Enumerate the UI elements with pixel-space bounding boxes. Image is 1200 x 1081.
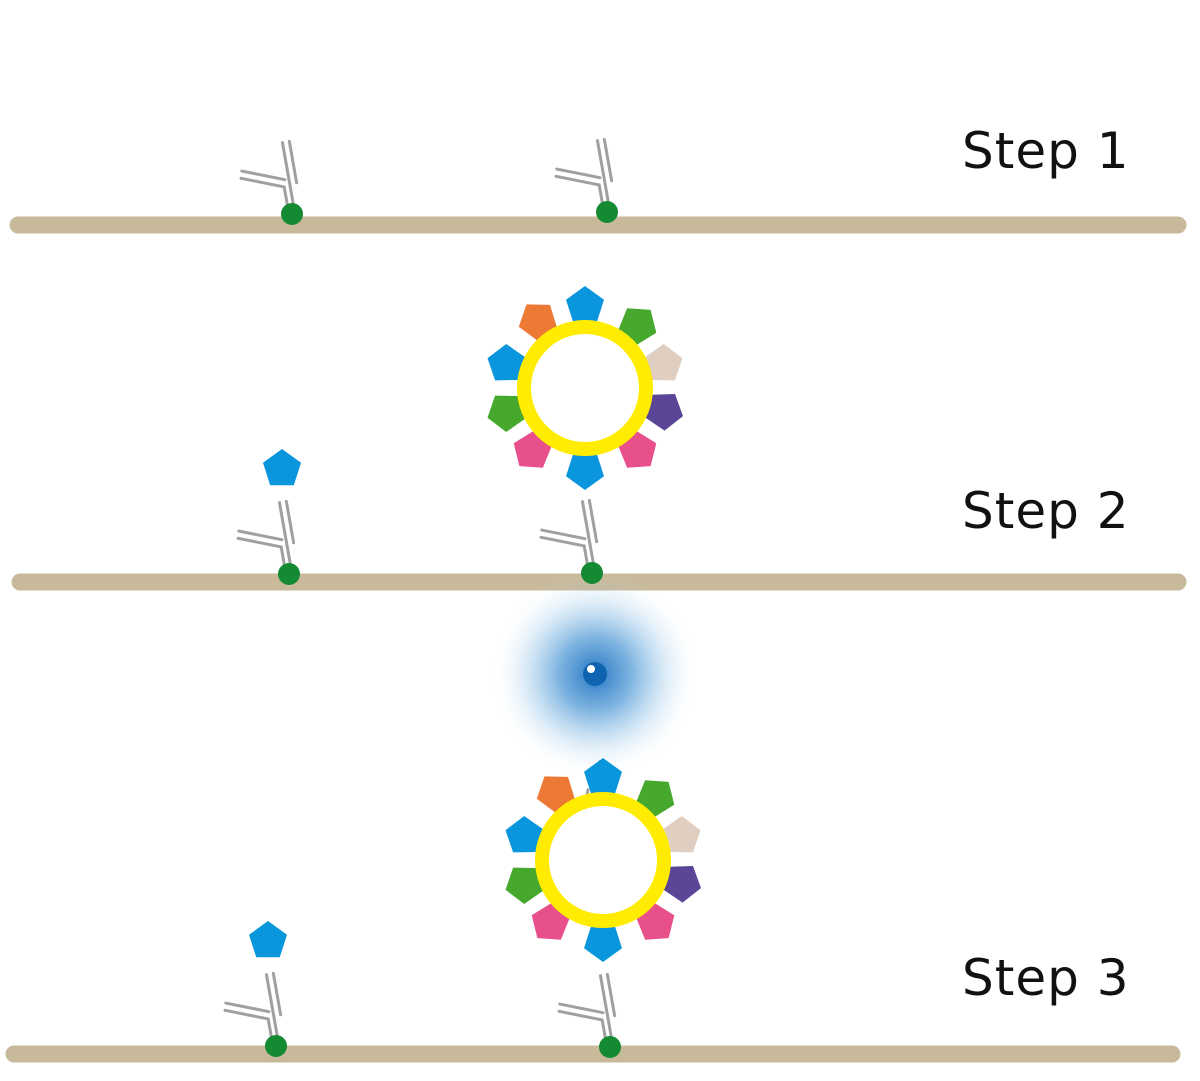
step-label-1: Step 1 <box>962 122 1130 180</box>
antigen-pentagon-icon <box>584 925 622 962</box>
antigen-pentagon-icon <box>505 816 544 853</box>
vesicle-icon <box>487 286 683 490</box>
antibody-icon <box>239 139 299 217</box>
antigen-pentagon-icon <box>249 921 287 958</box>
vesicle-membrane <box>535 792 671 928</box>
antigen-pentagon-icon <box>663 866 701 903</box>
anchor-dot <box>278 563 300 585</box>
step-label-3: Step 3 <box>962 949 1130 1007</box>
antibody-icon <box>554 137 614 215</box>
anchor-dot <box>581 562 603 584</box>
antigen-pentagon-icon <box>505 867 544 904</box>
antigen-pentagon-icon <box>487 395 526 432</box>
fluorescent-label-highlight <box>587 665 595 673</box>
antigen-pentagon-icon <box>566 286 604 323</box>
antigen-pentagon-icon <box>263 449 301 486</box>
vesicle-icon <box>505 758 701 962</box>
antigen-pentagon-icon <box>644 344 683 381</box>
antigen-pentagon-icon <box>662 816 701 853</box>
anchor-dot <box>599 1036 621 1058</box>
antigen-pentagon-icon <box>487 344 526 381</box>
antibody-icon <box>236 499 296 577</box>
anchor-dot <box>596 201 618 223</box>
antigen-pentagon-icon <box>645 394 683 431</box>
antigen-pentagon-icon <box>584 758 622 795</box>
anchor-dot <box>265 1035 287 1057</box>
fluorescent-label-icon <box>583 662 607 686</box>
vesicle-membrane <box>517 320 653 456</box>
antigen-pentagon-icon <box>566 453 604 490</box>
step-label-2: Step 2 <box>962 482 1130 540</box>
anchor-dot <box>281 203 303 225</box>
